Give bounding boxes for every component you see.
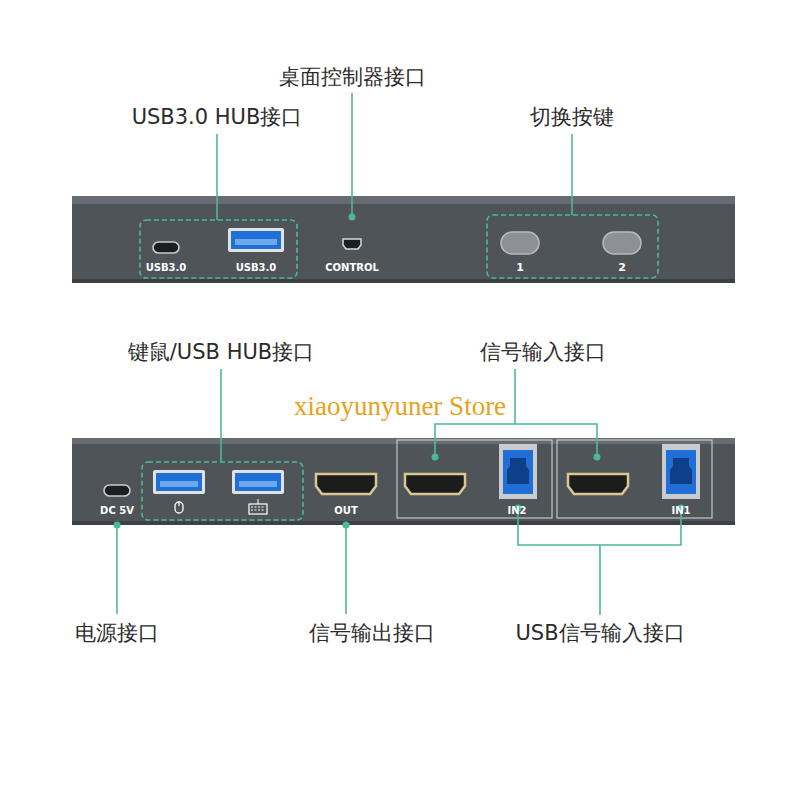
callout-label: 信号输入接口 — [480, 340, 606, 364]
callout-label: 信号输出接口 — [309, 621, 435, 645]
keyboard-icon — [249, 499, 267, 514]
port-label: USB3.0 — [236, 262, 277, 274]
port-label: IN1 — [671, 505, 690, 517]
hdmi-port — [405, 474, 465, 494]
callout-label: 电源接口 — [75, 621, 159, 645]
usb-b-port — [662, 444, 700, 499]
input-group-outline — [397, 440, 552, 518]
button-label: 1 — [516, 262, 524, 275]
callout-label: 键鼠/USB HUB接口 — [128, 340, 314, 364]
usb-b-port — [499, 444, 537, 499]
button-label: 2 — [618, 262, 626, 275]
callout-label: USB3.0 HUB接口 — [132, 105, 303, 129]
mini-usb-port — [343, 239, 361, 249]
switch-button — [603, 232, 641, 254]
port-label: OUT — [334, 505, 357, 517]
leader-line — [117, 369, 681, 615]
mouse-icon — [175, 502, 183, 513]
usb-a-port — [232, 470, 284, 494]
front-panel — [72, 196, 735, 283]
port-label: IN2 — [507, 505, 526, 517]
usb-a-port — [153, 470, 205, 494]
usb-a-port — [228, 228, 284, 252]
callout-label: 切换按键 — [530, 105, 614, 129]
leader-dot — [114, 454, 685, 529]
group-outline — [142, 462, 303, 520]
switch-button — [501, 232, 539, 254]
usb-c-port — [104, 485, 130, 496]
watermark: xiaoyunyuner Store — [291, 391, 509, 422]
input-group-outline — [557, 440, 712, 518]
port-label: DC 5V — [100, 505, 134, 517]
hdmi-port — [316, 474, 376, 494]
callout-label: USB信号输入接口 — [515, 621, 684, 645]
callout-label: 桌面控制器接口 — [279, 65, 426, 89]
group-outline — [140, 220, 297, 278]
port-label: USB3.0 — [146, 262, 187, 274]
back-panel — [72, 438, 735, 525]
port-label: CONTROL — [325, 262, 379, 274]
hdmi-port — [568, 474, 628, 494]
group-outline — [487, 215, 658, 278]
usb-c-port — [153, 242, 179, 253]
